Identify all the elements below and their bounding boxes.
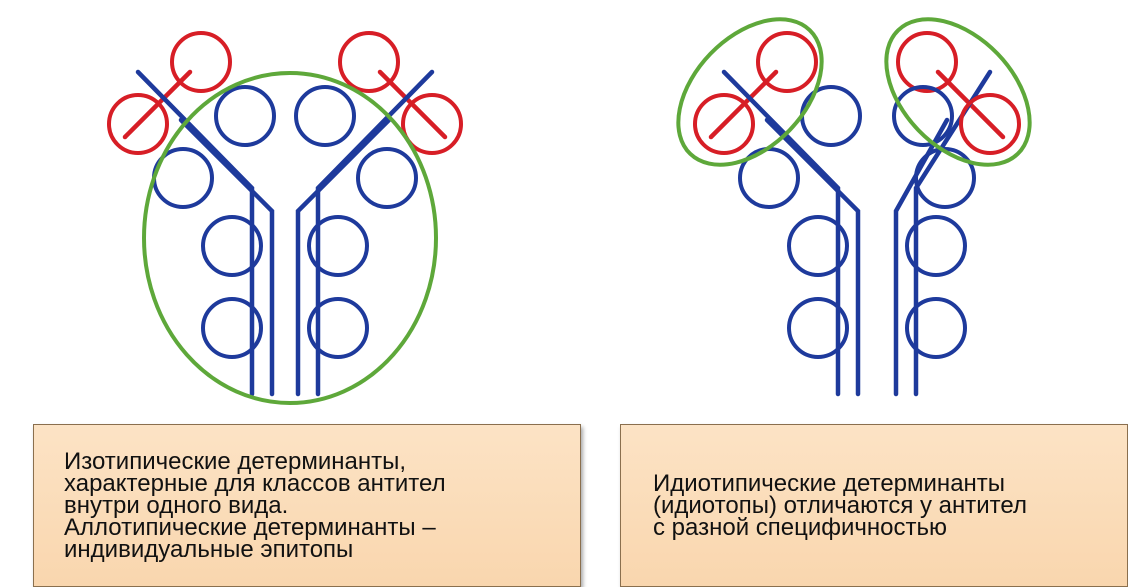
isotypic-caption-text: Изотипические детерминанты, характерные … xyxy=(34,451,446,561)
idiotype-highlight-ring-right xyxy=(859,0,1058,192)
heavy-chain-left xyxy=(724,72,838,394)
antibody-diagram-isotypic xyxy=(0,0,560,410)
light-domain xyxy=(172,33,230,91)
isotypic-caption-box: Изотипические детерминанты, характерные … xyxy=(33,424,581,587)
heavy-chain-right xyxy=(318,72,432,394)
heavy-domain xyxy=(216,87,274,145)
heavy-domain xyxy=(802,87,860,145)
idiotypic-caption-text: Идиотипические детерминанты (идиотопы) о… xyxy=(621,473,1027,539)
isotype-highlight-ring xyxy=(144,73,436,403)
antibody-left-svg xyxy=(0,0,560,410)
heavy-domain xyxy=(296,87,354,145)
light-domain xyxy=(340,33,398,91)
idiotypic-caption-box: Идиотипические детерминанты (идиотопы) о… xyxy=(620,424,1128,587)
antibody-right-svg xyxy=(560,0,1128,410)
heavy-chain-left xyxy=(138,72,252,394)
heavy-domain xyxy=(358,149,416,207)
light-domain xyxy=(898,33,956,91)
antibody-diagram-idiotypic xyxy=(560,0,1128,410)
light-domain xyxy=(758,33,816,91)
